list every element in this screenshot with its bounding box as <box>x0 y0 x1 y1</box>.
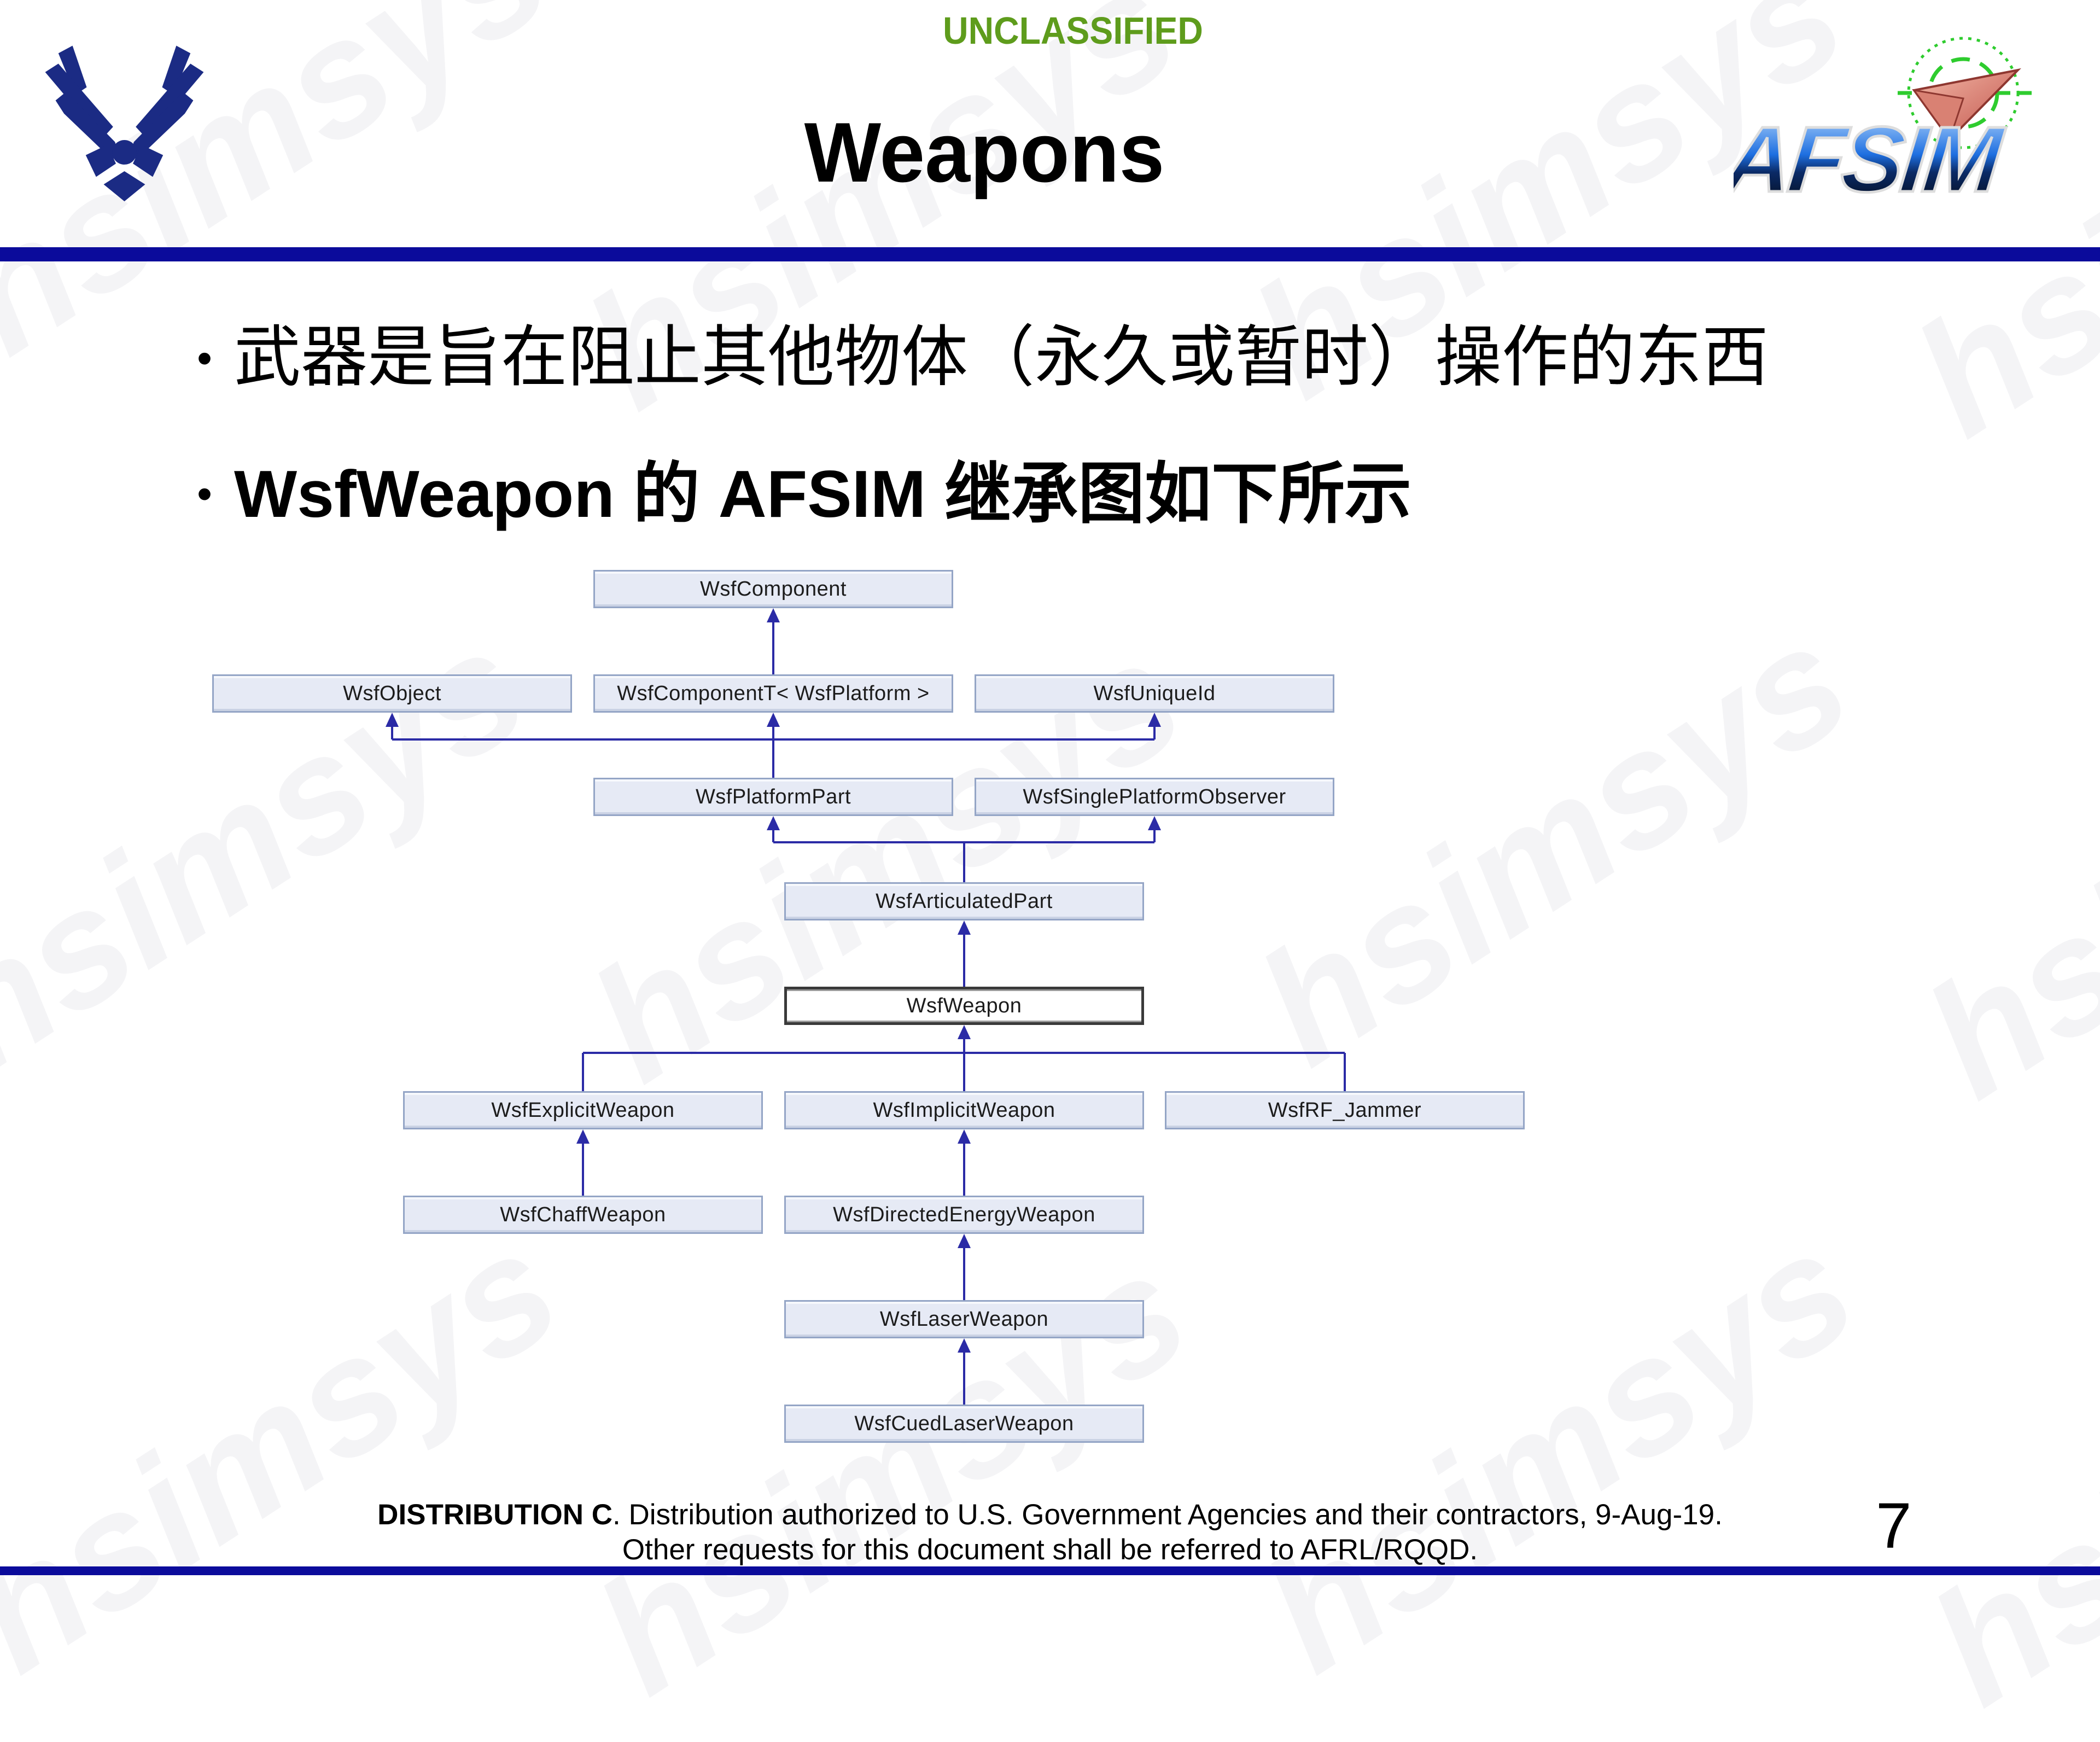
header-divider <box>0 247 2100 261</box>
class-box-WsfArticulatedPart: WsfArticulatedPart <box>784 882 1144 920</box>
distribution-text: . Distribution authorized to U.S. Govern… <box>612 1499 1723 1531</box>
class-box-WsfLaserWeapon: WsfLaserWeapon <box>784 1300 1144 1338</box>
class-box-WsfChaffWeapon: WsfChaffWeapon <box>403 1196 763 1234</box>
bullet-item: • WsfWeapon 的 AFSIM 继承图如下所示 <box>197 453 1411 535</box>
arrowhead-icon <box>767 608 780 622</box>
arrowhead-icon <box>958 1234 971 1248</box>
arrowhead-icon <box>1148 713 1161 727</box>
arrowhead-icon <box>958 1338 971 1353</box>
distribution-line1: DISTRIBUTION C. Distribution authorized … <box>0 1498 2100 1533</box>
arrowhead-icon <box>576 1129 590 1144</box>
class-box-WsfComponentTWsfPlatform: WsfComponentT< WsfPlatform > <box>593 674 953 713</box>
class-box-WsfExplicitWeapon: WsfExplicitWeapon <box>403 1091 763 1129</box>
bullet-text: WsfWeapon 的 AFSIM 继承图如下所示 <box>234 457 1412 531</box>
page-title: Weapons <box>804 105 1165 200</box>
class-box-WsfImplicitWeapon: WsfImplicitWeapon <box>784 1091 1144 1129</box>
class-box-WsfCuedLaserWeapon: WsfCuedLaserWeapon <box>784 1405 1144 1443</box>
distribution-line2: Other requests for this document shall b… <box>622 1534 1478 1566</box>
bullet-marker: • <box>197 469 213 518</box>
air-force-logo-icon <box>45 45 204 202</box>
arrowhead-icon <box>1148 816 1161 830</box>
class-box-WsfRF_Jammer: WsfRF_Jammer <box>1165 1091 1525 1129</box>
class-box-WsfDirectedEnergyWeapon: WsfDirectedEnergyWeapon <box>784 1196 1144 1234</box>
arrowhead-icon <box>386 713 399 727</box>
classification-banner: UNCLASSIFIED <box>943 9 1203 52</box>
page-number: 7 <box>1876 1490 1912 1562</box>
paper-plane-icon <box>1912 68 2021 142</box>
bullet-marker: • <box>197 334 213 382</box>
bullet-text: 武器是旨在阻止其他物体（永久或暂时）操作的东西 <box>234 321 1769 395</box>
class-box-WsfComponent: WsfComponent <box>593 570 953 608</box>
class-box-WsfWeapon: WsfWeapon <box>784 987 1144 1025</box>
arrowhead-icon <box>767 713 780 727</box>
arrowhead-icon <box>958 1025 971 1039</box>
afsim-logo-text: AFSIM <box>1734 108 2008 211</box>
arrowhead-icon <box>958 920 971 935</box>
class-box-WsfPlatformPart: WsfPlatformPart <box>593 778 953 816</box>
bullet-item: • 武器是旨在阻止其他物体（永久或暂时）操作的东西 <box>197 317 1769 399</box>
class-box-WsfSinglePlatformObserver: WsfSinglePlatformObserver <box>975 778 1334 816</box>
distribution-label: DISTRIBUTION C <box>377 1499 613 1531</box>
class-box-WsfUniqueId: WsfUniqueId <box>975 674 1334 713</box>
arrowhead-icon <box>767 816 780 830</box>
distribution-statement: DISTRIBUTION C. Distribution authorized … <box>0 1498 2100 1568</box>
afsim-logo: AFSIM <box>1734 37 2032 213</box>
arrowhead-icon <box>958 1129 971 1144</box>
class-box-WsfObject: WsfObject <box>212 674 572 713</box>
footer-bar <box>0 1566 2100 1575</box>
